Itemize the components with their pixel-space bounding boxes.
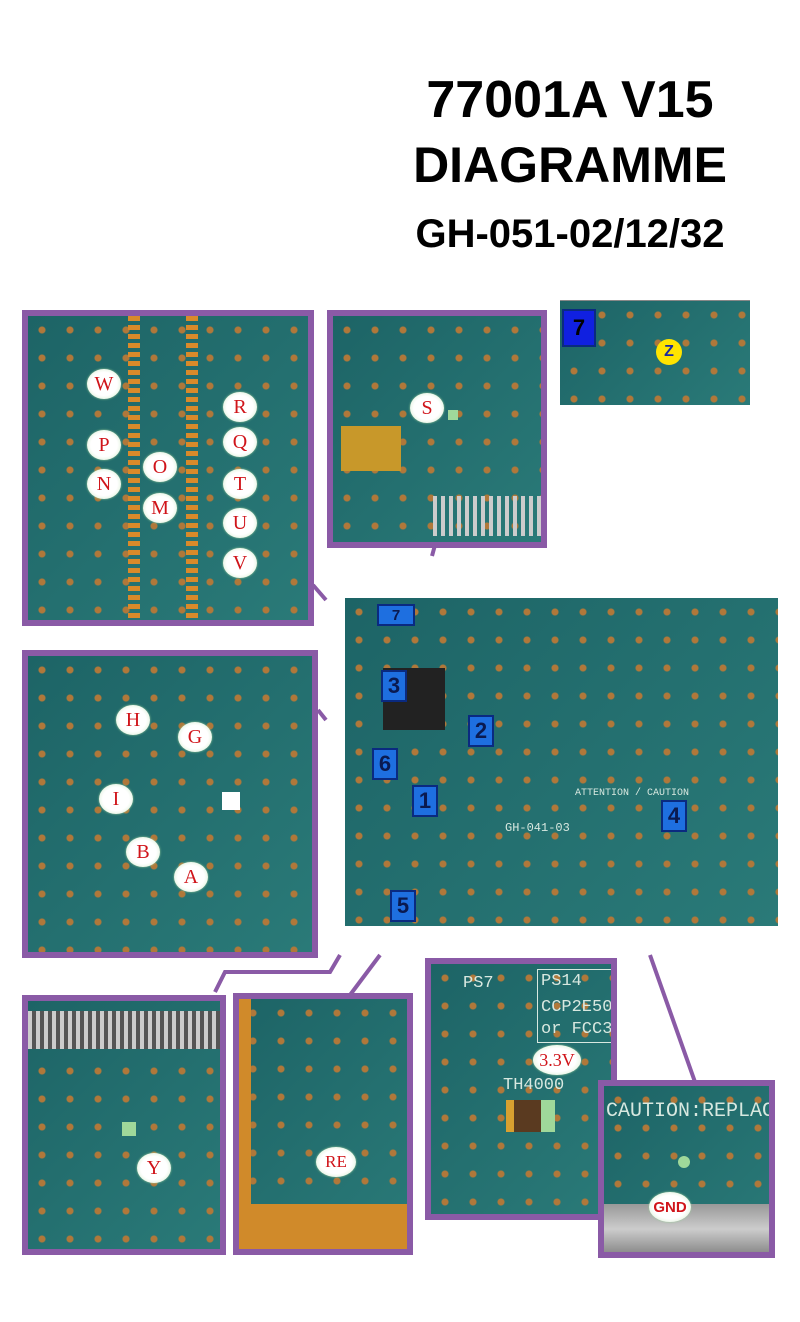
title-model: 77001A V15 bbox=[426, 71, 714, 129]
connector-line bbox=[213, 953, 342, 993]
title-board-codes: GH-051-02/12/32 bbox=[415, 212, 725, 256]
point-label-q: Q bbox=[223, 427, 257, 457]
ic-pins bbox=[128, 316, 140, 620]
point-label-z: Z bbox=[656, 339, 682, 365]
connector-line bbox=[316, 708, 328, 722]
point-label-gnd: GND bbox=[649, 1192, 691, 1222]
point-label-re: RE bbox=[316, 1147, 356, 1177]
point-label-p: P bbox=[87, 430, 121, 460]
silk-box bbox=[537, 969, 611, 1043]
silk-ccp2e50: CCP2E50 bbox=[541, 998, 613, 1017]
test-pad bbox=[122, 1122, 136, 1136]
point-label-t: T bbox=[223, 469, 257, 499]
area-number-2: 2 bbox=[468, 715, 494, 747]
point-label-b: B bbox=[126, 837, 160, 867]
point-label-m: M bbox=[143, 493, 177, 523]
board-silkscreen-caution: ATTENTION / CAUTION bbox=[575, 788, 690, 799]
test-pad bbox=[448, 410, 458, 420]
test-pad bbox=[541, 1100, 555, 1132]
copper-edge bbox=[239, 999, 251, 1249]
silk-caution: CAUTION:REPLACE IC bbox=[606, 1100, 775, 1123]
area-number-7: 7 bbox=[377, 604, 415, 626]
connector-line bbox=[648, 954, 697, 1083]
board-silkscreen-id: GH-041-03 bbox=[505, 821, 570, 835]
test-pad bbox=[678, 1156, 690, 1168]
area-number-3: 3 bbox=[381, 670, 407, 702]
area-number-1: 1 bbox=[412, 785, 438, 817]
connector-line bbox=[348, 953, 382, 997]
point-label-i: I bbox=[99, 784, 133, 814]
silk-fcc3: or FCC3 2 bbox=[541, 1020, 613, 1039]
point-label-y: Y bbox=[137, 1153, 171, 1183]
panel-gnd-point: CAUTION:REPLACE IC bbox=[598, 1080, 775, 1258]
panel-3v3-point: PS7 PS14 CCP2E50 or FCC3 2 TH4000 bbox=[425, 958, 617, 1220]
point-label-n: N bbox=[87, 469, 121, 499]
connector-pins bbox=[28, 1011, 220, 1049]
main-board-overview: GH-041-03 ATTENTION / CAUTION 1 2 3 4 5 … bbox=[345, 598, 778, 926]
panel-s-point bbox=[327, 310, 547, 548]
area-number-5: 5 bbox=[390, 890, 416, 922]
point-label-a: A bbox=[174, 862, 208, 892]
point-label-s: S bbox=[410, 393, 444, 423]
title-diagram: DIAGRAMME bbox=[413, 137, 727, 193]
point-label-v: V bbox=[223, 548, 257, 578]
white-pad bbox=[222, 792, 240, 810]
silk-ps7: PS7 bbox=[463, 974, 494, 993]
area-number-4: 4 bbox=[661, 800, 687, 832]
connector-line bbox=[311, 583, 328, 602]
point-label-o: O bbox=[143, 452, 177, 482]
point-label-w: W bbox=[87, 369, 121, 399]
panel-chip-points bbox=[22, 650, 318, 958]
capacitor bbox=[341, 426, 401, 471]
point-label-g: G bbox=[178, 722, 212, 752]
point-label-3v3: 3.3V bbox=[533, 1045, 581, 1075]
area-number-6: 6 bbox=[372, 748, 398, 780]
silk-ps14: PS14 bbox=[541, 972, 582, 991]
point-label-r: R bbox=[223, 392, 257, 422]
connector-pins bbox=[433, 496, 541, 536]
inset-area-7: 7 Z bbox=[560, 300, 750, 405]
panel-re-point bbox=[233, 993, 413, 1255]
area-number-7: 7 bbox=[562, 309, 596, 347]
point-label-h: H bbox=[116, 705, 150, 735]
ic-pins bbox=[186, 316, 198, 620]
point-label-u: U bbox=[223, 508, 257, 538]
silk-th4000: TH4000 bbox=[503, 1076, 565, 1095]
copper-edge bbox=[239, 1204, 407, 1249]
